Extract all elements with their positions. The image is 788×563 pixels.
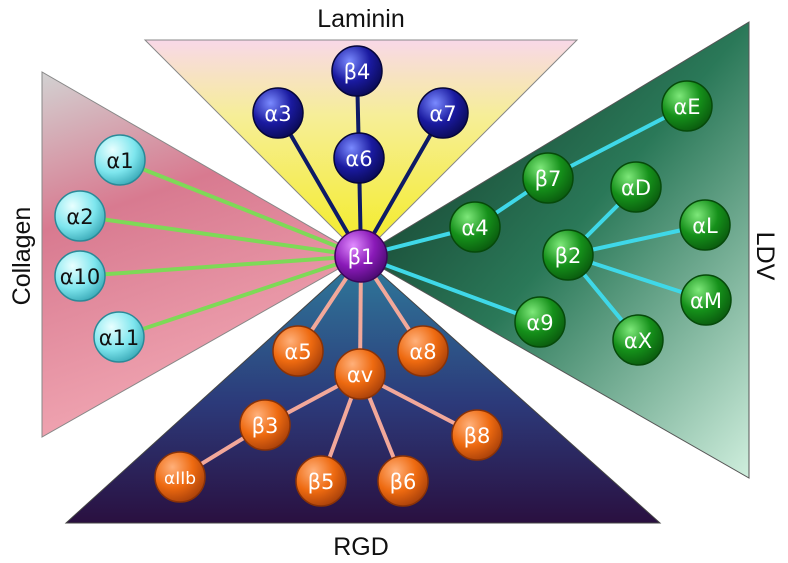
node-beta6: β6	[377, 455, 429, 507]
node-alphaL: αL	[679, 199, 731, 251]
node-label: α1	[106, 149, 133, 173]
node-label: β3	[252, 414, 279, 438]
node-alpha2: α2	[54, 190, 106, 242]
node-beta4: β4	[331, 45, 383, 97]
node-alpha11: α11	[93, 311, 145, 363]
link-beta1-alpha9	[360, 254, 541, 324]
link-beta1-alpha1	[119, 158, 362, 258]
node-alpha4: α4	[449, 201, 501, 253]
node-beta8: β8	[451, 409, 503, 461]
node-alpha5: α5	[272, 325, 324, 377]
hub-node-beta1: β1	[334, 229, 388, 283]
node-alphaE: αE	[661, 80, 713, 132]
node-label: α4	[461, 216, 488, 240]
node-label: α2	[66, 205, 93, 229]
node-alphaIIb: αIIb	[154, 451, 206, 503]
node-alpha10: α10	[54, 250, 106, 302]
link-beta1-alpha11	[118, 254, 362, 339]
node-label: β8	[464, 424, 491, 448]
node-alphaX: αX	[612, 314, 664, 366]
laminin-group-label: Laminin	[317, 5, 405, 33]
node-alpha6: α6	[333, 132, 385, 184]
link-beta7-alphaE	[547, 104, 688, 180]
node-alpha1: α1	[94, 134, 146, 186]
node-label: αL	[692, 214, 718, 238]
node-label: α3	[264, 102, 291, 126]
node-beta3: β3	[239, 399, 291, 451]
node-label: αD	[621, 176, 651, 200]
node-label: α8	[409, 340, 436, 364]
link-beta1-alpha7	[359, 112, 445, 257]
node-alphaV: αv	[334, 348, 386, 400]
node-label: αIIb	[164, 469, 196, 489]
node-label: β7	[535, 167, 562, 191]
link-beta1-alpha10	[79, 254, 362, 278]
collagen-links	[79, 158, 362, 339]
link-beta1-alpha3	[276, 111, 363, 258]
node-label: β4	[344, 60, 371, 84]
node-beta5: β5	[295, 455, 347, 507]
node-label: β2	[555, 244, 582, 268]
node-label: α9	[526, 311, 553, 335]
node-alpha8: α8	[397, 325, 449, 377]
hub-label: β1	[348, 245, 375, 269]
node-label: αE	[673, 95, 700, 119]
node-alpha3: α3	[252, 87, 304, 139]
node-alphaM: αM	[680, 274, 732, 326]
node-label: β6	[390, 470, 417, 494]
node-label: αv	[347, 363, 373, 387]
link-beta1-alpha2	[79, 214, 362, 258]
rgd-group-label: RGD	[333, 533, 389, 561]
node-label: β5	[308, 470, 335, 494]
node-beta2: β2	[542, 229, 594, 281]
node-label: αX	[624, 329, 652, 353]
node-alphaD: αD	[610, 161, 662, 213]
collagen-group-label: Collagen	[8, 207, 36, 306]
node-label: α7	[429, 102, 456, 126]
node-label: α6	[345, 147, 372, 171]
node-alpha9: α9	[514, 296, 566, 348]
ldv-group-label: LDV	[751, 232, 779, 281]
node-label: α11	[99, 326, 140, 350]
node-label: α5	[284, 340, 311, 364]
node-label: αM	[690, 289, 722, 313]
node-label: α10	[60, 265, 101, 289]
node-beta7: β7	[522, 152, 574, 204]
node-alpha7: α7	[417, 87, 469, 139]
